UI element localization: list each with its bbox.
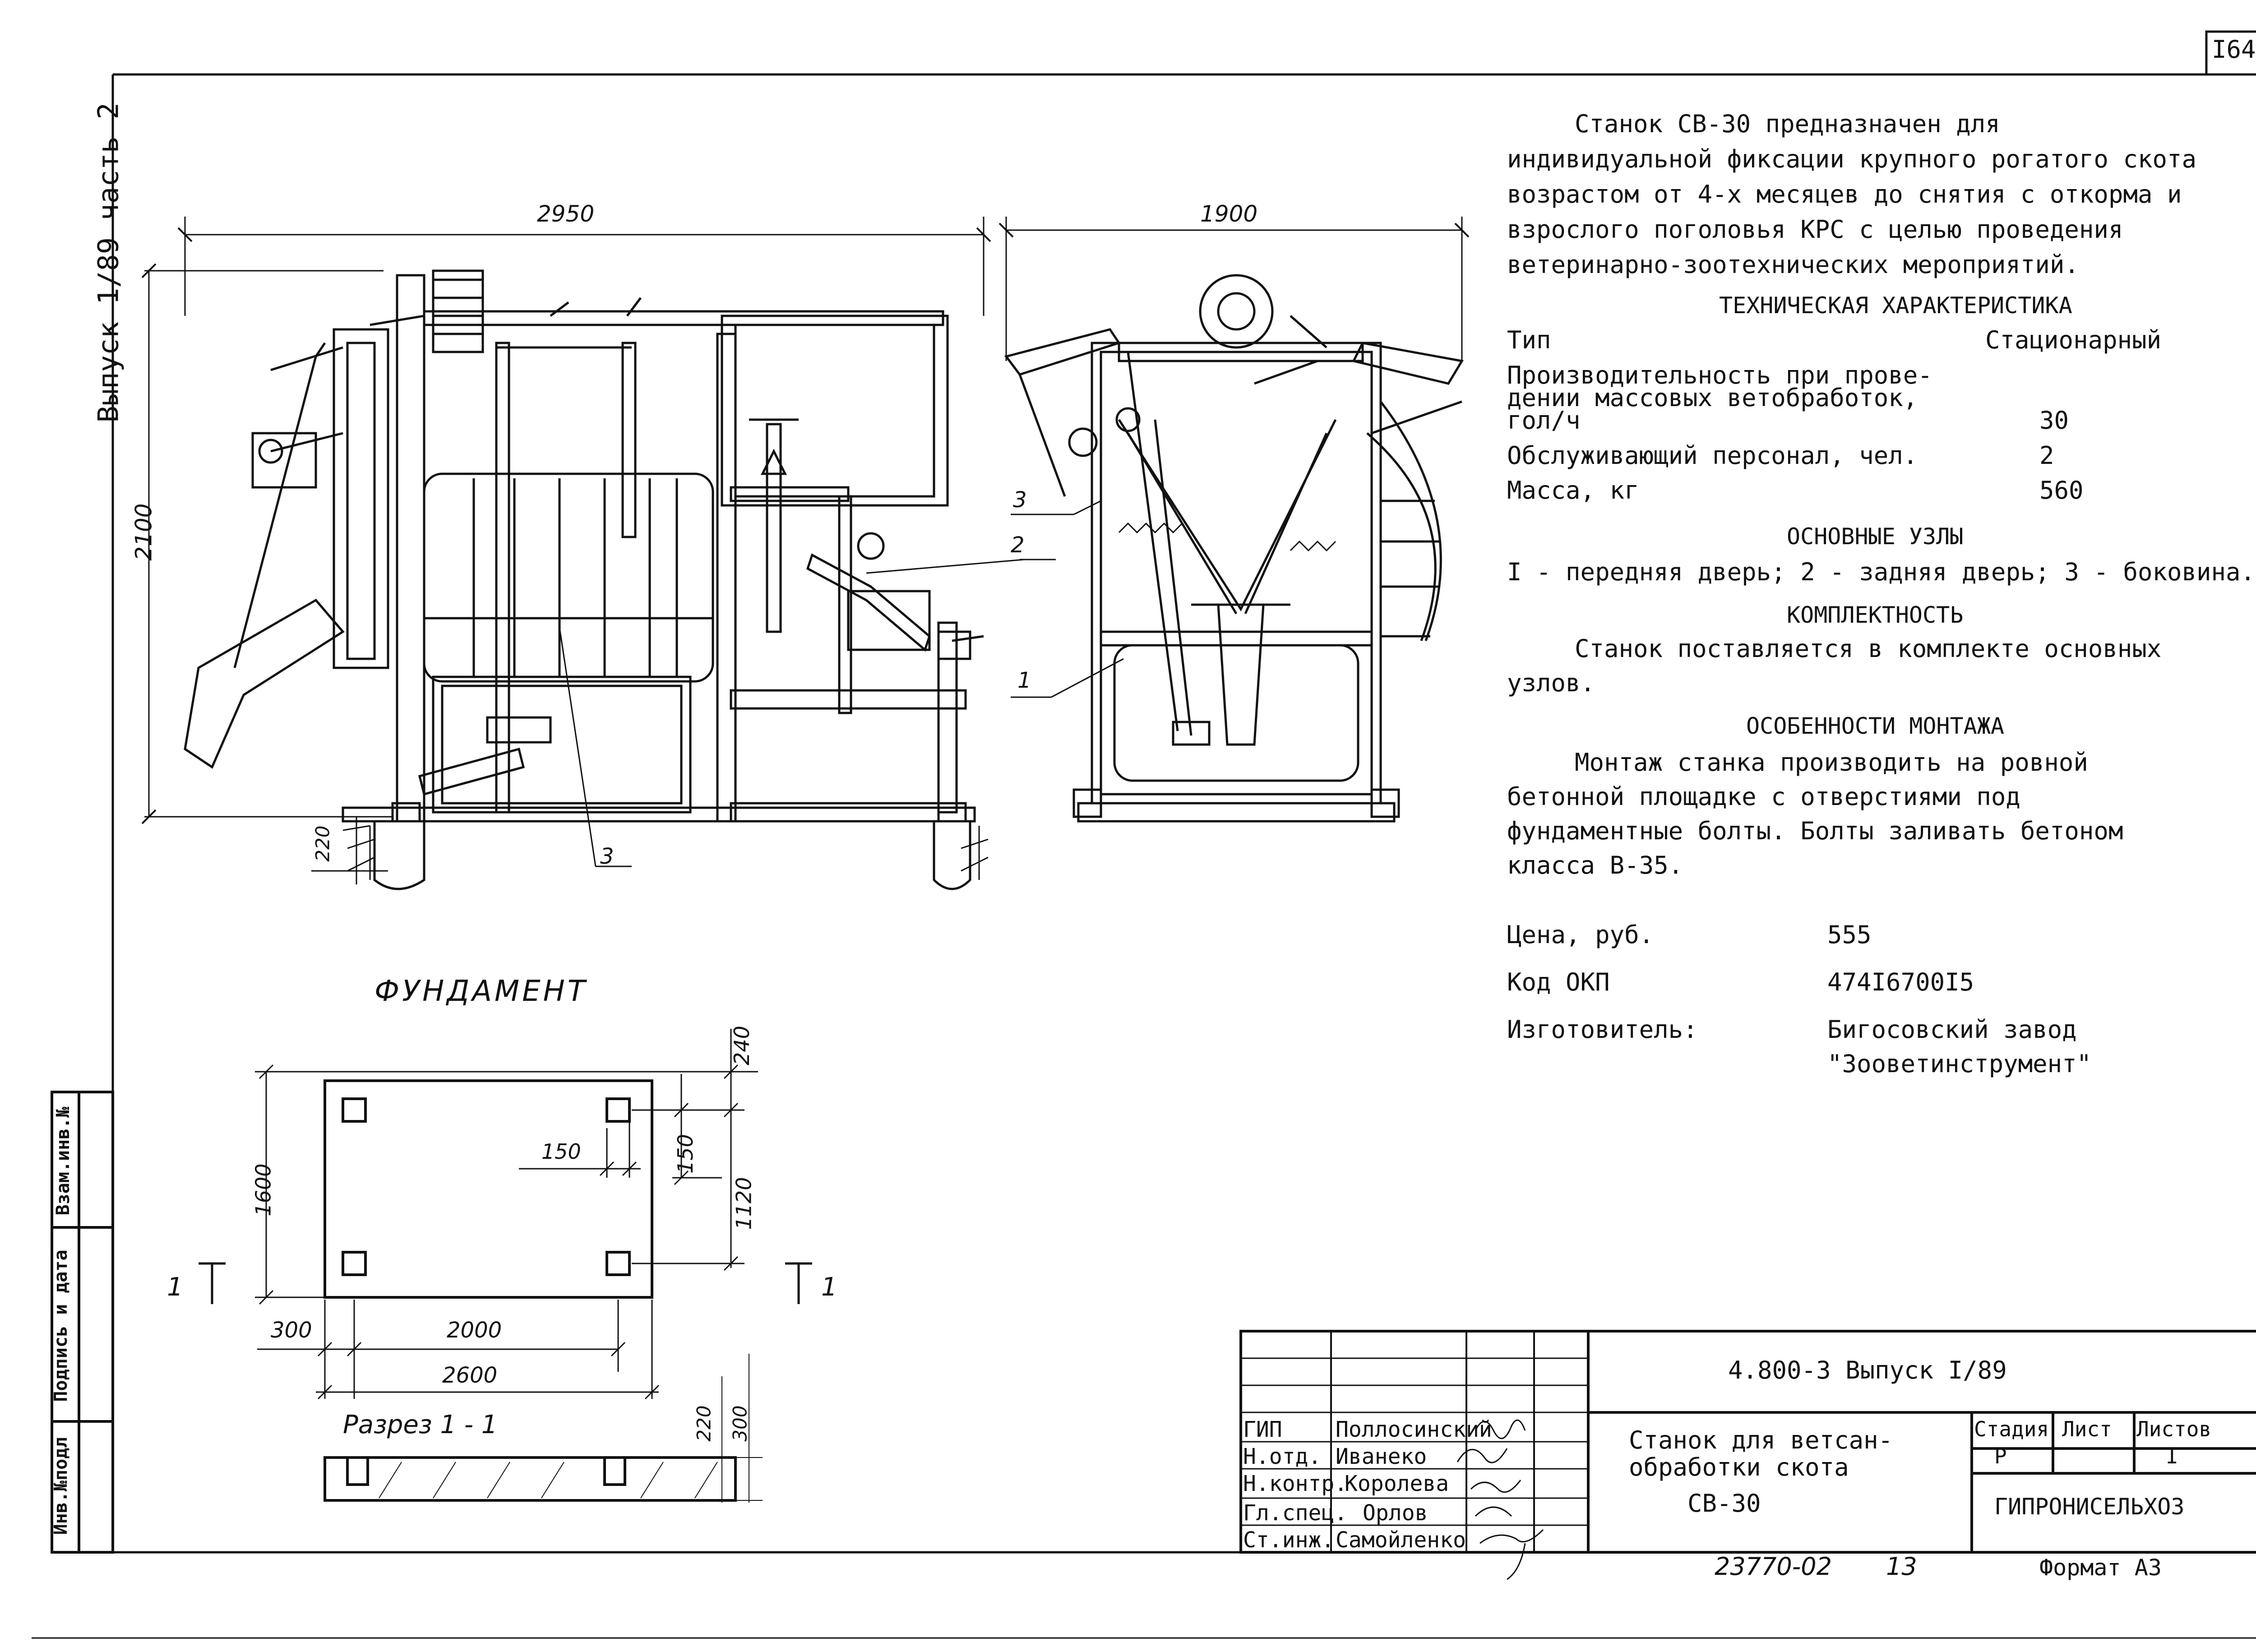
- stamp-signature-date: Подпись и дата: [51, 1249, 71, 1402]
- foundation-title: ФУНДАМЕНТ: [374, 975, 588, 1008]
- tech-staff-value: 2: [2039, 441, 2054, 470]
- maker-value-1: Бигосовский завод: [1827, 1015, 2077, 1044]
- name-3: Орлов: [1363, 1500, 1428, 1526]
- front-callout-1: 1: [1017, 668, 1031, 693]
- binding-stamp: [52, 1092, 113, 1552]
- product-name-2: обработки скота: [1629, 1453, 1849, 1481]
- price-label: Цена, руб.: [1507, 921, 1654, 949]
- foundation-dim-1600: 1600: [251, 1163, 276, 1217]
- okp-label: Код ОКП: [1507, 968, 1610, 996]
- tech-productivity-label-1: Производительность при прове-: [1507, 361, 1932, 389]
- units-text: I - передняя дверь; 2 - задняя дверь; 3 …: [1507, 558, 2256, 586]
- role-2: Н.контр.: [1243, 1471, 1348, 1496]
- side-view-drawing: [142, 217, 990, 889]
- front-view-springs: [1119, 523, 1336, 551]
- role-3: Гл.спец.: [1243, 1500, 1348, 1526]
- role-1: Н.отд.: [1243, 1444, 1322, 1469]
- section-title: Разрез 1 - 1: [343, 1410, 498, 1439]
- tech-type-label: Тип: [1507, 326, 1551, 354]
- completeness-text: Станок поставляется в комплекте основных…: [1507, 634, 2162, 697]
- foundation-section-hatch: [379, 1354, 763, 1503]
- sheet-header: Лист: [2062, 1417, 2112, 1441]
- signatures: [1457, 1420, 1543, 1579]
- page-number: 13: [1886, 1552, 1917, 1581]
- title-block-lines: [1241, 1331, 2256, 1552]
- stamp-vzam-inv: Взам.инв.№: [53, 1106, 74, 1216]
- binding-label: Выпуск 1/89 часть 2: [92, 102, 125, 423]
- name-1: Иванеко: [1336, 1444, 1427, 1469]
- section-mark-left: 1: [167, 1273, 183, 1302]
- name-4: Самойленко: [1336, 1527, 1466, 1553]
- side-view-ground-hatch: [343, 826, 988, 880]
- sheets-value: I: [2166, 1444, 2178, 1468]
- maker-value-2: "Зооветинструмент": [1827, 1050, 2092, 1078]
- role-0: ГИП: [1243, 1417, 1282, 1442]
- foundation-dimensions: [199, 1029, 812, 1399]
- side-base-dimension: 220: [311, 825, 334, 862]
- product-name-1: Станок для ветсан-: [1629, 1426, 1893, 1454]
- foundation-dim-1120: 1120: [731, 1177, 756, 1230]
- tech-productivity-value: 30: [2039, 406, 2069, 435]
- tech-title: ТЕХНИЧЕСКАЯ ХАРАКТЕРИСТИКА: [1719, 292, 2072, 319]
- completeness-title: КОМПЛЕКТНОСТЬ: [1787, 602, 1964, 628]
- role-4: Ст.инж.: [1243, 1527, 1335, 1553]
- stamp-inv-podl: Инв.№подл: [51, 1437, 71, 1535]
- side-callout-3: 3: [600, 844, 614, 869]
- front-width-dimension: 1900: [1200, 201, 1258, 227]
- foundation-dim-150-v: 150: [673, 1134, 698, 1174]
- mounting-text: Монтаж станка производить на ровной бето…: [1507, 748, 2123, 879]
- inventory-number: 23770-02: [1715, 1552, 1832, 1581]
- front-callout-2: 2: [1011, 532, 1025, 558]
- front-callout-3: 3: [1013, 487, 1027, 513]
- foundation-dim-2600: 2600: [442, 1363, 498, 1388]
- front-view-drawing: [866, 217, 1469, 821]
- section-dim-300: 300: [729, 1405, 751, 1442]
- foundation-dim-300: 300: [271, 1318, 312, 1343]
- title-block-rows: [1241, 1358, 1588, 1525]
- product-name-3: СВ-30: [1687, 1489, 1761, 1518]
- organization: ГИПРОНИСЕЛЬХОЗ: [1994, 1494, 2185, 1520]
- sheet-number: I64: [2212, 35, 2256, 64]
- units-title: ОСНОВНЫЕ УЗЛЫ: [1787, 523, 1964, 550]
- maker-label: Изготовитель:: [1507, 1015, 1698, 1044]
- name-0: Поллосинский: [1336, 1417, 1492, 1442]
- section-dim-220: 220: [693, 1405, 715, 1442]
- section-mark-right: 1: [821, 1273, 837, 1302]
- format-label: Формат А3: [2039, 1555, 2162, 1581]
- tech-staff-label: Обслуживающий персонал, чел.: [1507, 441, 1918, 470]
- mounting-title: ОСОБЕННОСТИ МОНТАЖА: [1746, 713, 2004, 739]
- name-2: Королева: [1345, 1471, 1449, 1496]
- foundation-plan: [325, 1081, 652, 1297]
- side-width-dimension: 2950: [537, 201, 595, 227]
- doc-code: 4.800-3 Выпуск I/89: [1728, 1356, 2007, 1384]
- tech-productivity-label-2: дении массовых ветобработок,: [1507, 384, 1918, 412]
- stage-header: Стадия: [1974, 1417, 2049, 1441]
- tech-productivity-label-3: гол/ч: [1507, 406, 1581, 435]
- tech-mass-value: 560: [2039, 476, 2084, 504]
- tech-mass-label: Масса, кг: [1507, 476, 1639, 504]
- price-value: 555: [1827, 921, 1872, 949]
- tech-type-value: Стационарный: [1985, 326, 2162, 354]
- description-text: Станок СВ-30 предназначен для индивидуал…: [1507, 110, 2197, 279]
- foundation-dim-240: 240: [729, 1026, 754, 1065]
- foundation-dim-2000: 2000: [447, 1318, 502, 1343]
- side-height-dimension: 2100: [130, 503, 157, 561]
- foundation-dim-150-h: 150: [541, 1139, 581, 1164]
- foundation-section: [325, 1458, 735, 1500]
- stage-value: Р: [1994, 1444, 2007, 1468]
- okp-value: 474I6700I5: [1827, 968, 1974, 996]
- sheets-header: Листов: [2136, 1417, 2212, 1441]
